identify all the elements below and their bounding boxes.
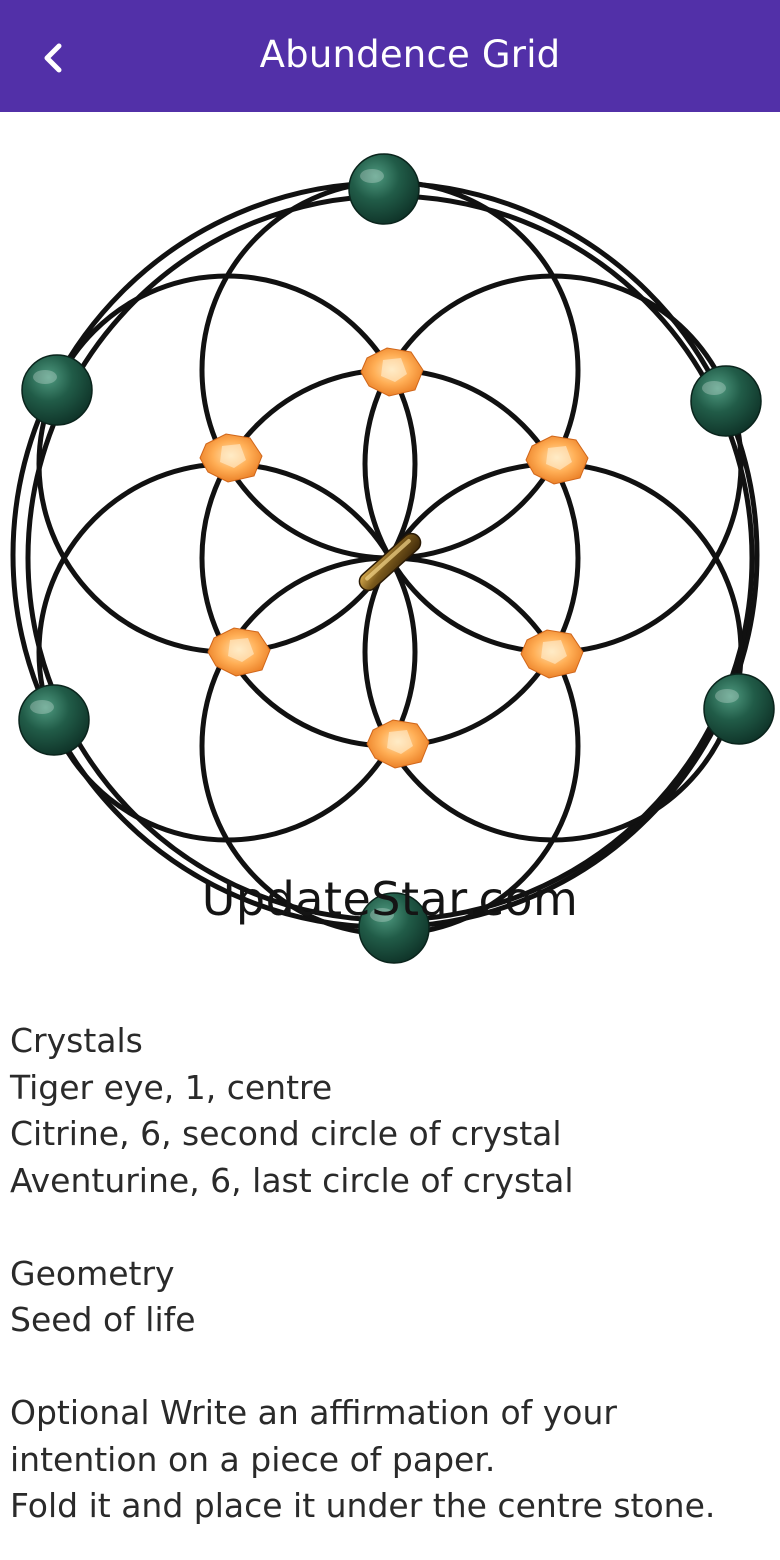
watermark-text: UpdateStar.com xyxy=(201,872,579,926)
aventurine-stone xyxy=(21,354,93,426)
seed-of-life-diagram xyxy=(10,153,775,964)
aventurine-stone xyxy=(348,153,420,225)
citrine-stone xyxy=(366,719,430,769)
geometry-value: Seed of life xyxy=(10,1300,196,1339)
citrine-stone xyxy=(207,627,271,677)
crystal-line: Tiger eye, 1, centre xyxy=(10,1067,333,1107)
instruction-line: intention on a piece of paper. xyxy=(10,1439,496,1479)
crystal-grid-image: UpdateStar.com xyxy=(0,112,780,992)
page-title: Abundence Grid xyxy=(259,33,561,76)
crystal-line: Citrine, 6, second circle of crystal xyxy=(10,1114,562,1153)
spacer xyxy=(10,1204,770,1251)
chevron-left-icon xyxy=(44,43,62,73)
instruction-line: Fold it and place it under the centre st… xyxy=(10,1486,716,1525)
back-button[interactable] xyxy=(22,26,86,90)
aventurine-stone xyxy=(690,365,762,437)
aventurine-stone xyxy=(703,673,775,745)
aventurine-stone xyxy=(358,892,430,964)
spacer xyxy=(10,1344,770,1391)
citrine-stones xyxy=(199,347,589,769)
crystals-heading: Crystals xyxy=(10,1021,143,1060)
citrine-stone xyxy=(360,347,424,397)
citrine-stone xyxy=(199,433,263,483)
grid-details: Crystals Tiger eye, 1, centre Citrine, 6… xyxy=(10,1018,770,1530)
citrine-stone xyxy=(525,435,589,485)
aventurine-stone xyxy=(18,684,90,756)
aventurine-stones xyxy=(18,153,775,964)
instruction-line: Optional Write an affirmation of your xyxy=(10,1393,617,1432)
app-bar: Abundence Grid xyxy=(0,0,780,112)
citrine-stone xyxy=(520,629,584,679)
tiger-eye-stone xyxy=(358,532,422,592)
geometry-heading: Geometry xyxy=(10,1253,175,1293)
crystal-line: Aventurine, 6, last circle of crystal xyxy=(10,1160,574,1200)
